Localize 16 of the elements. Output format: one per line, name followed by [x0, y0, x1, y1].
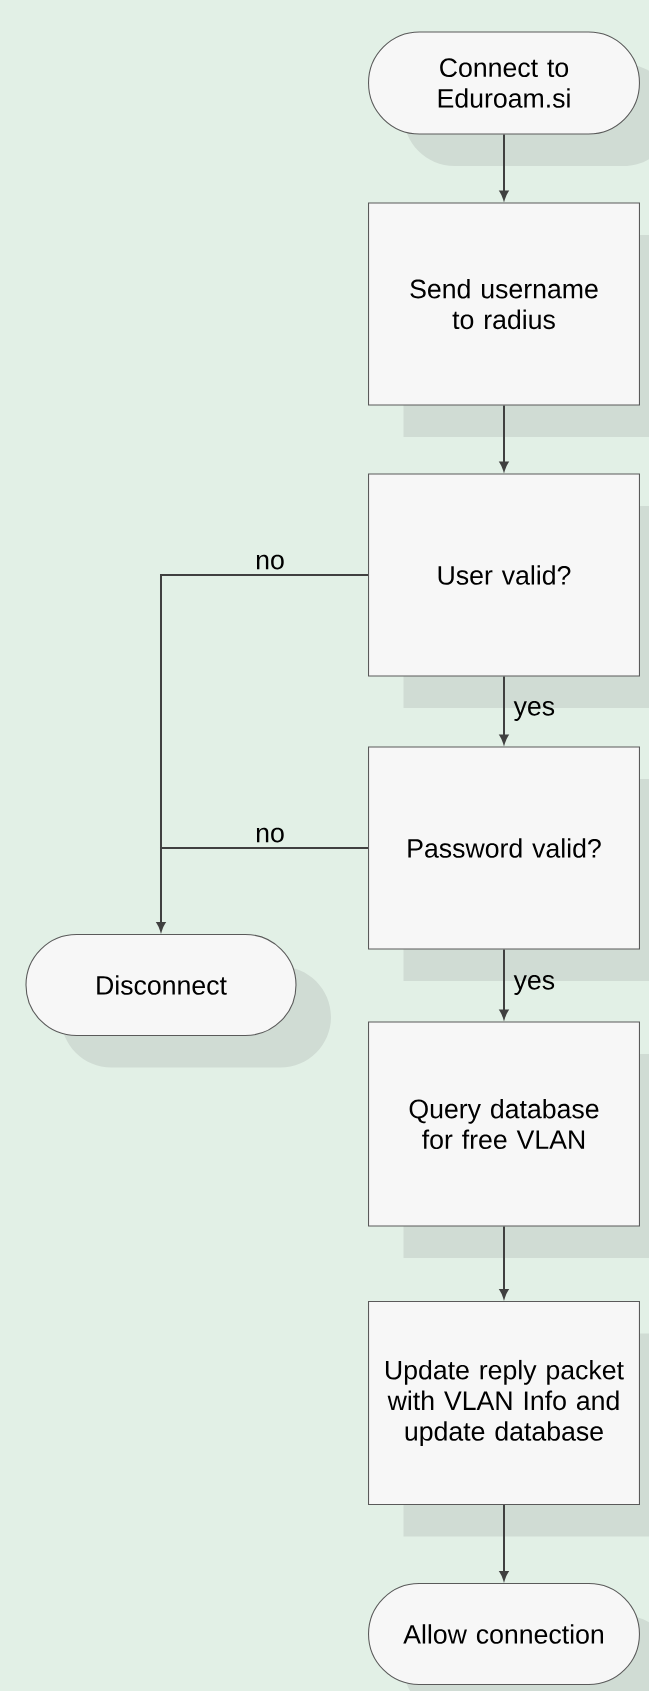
edge-label: yes	[513, 701, 555, 721]
process-box: Query database for free VLAN	[368, 1021, 640, 1227]
arrow	[499, 404, 509, 471]
process-box: User valid?	[368, 473, 640, 677]
process-box: Update reply packet with VLAN Info and update database	[368, 1301, 640, 1505]
arrow	[156, 847, 369, 932]
arrow	[499, 1504, 509, 1581]
arrow	[499, 948, 509, 1019]
process-box: Send username to radius	[368, 202, 640, 406]
process-box: Password valid?	[368, 746, 640, 950]
edge-label: yes	[513, 975, 555, 995]
arrow	[499, 133, 509, 200]
edge-label: no	[256, 827, 284, 843]
arrow	[499, 1225, 509, 1299]
edge-label: no	[256, 554, 284, 570]
arrow	[499, 675, 509, 744]
